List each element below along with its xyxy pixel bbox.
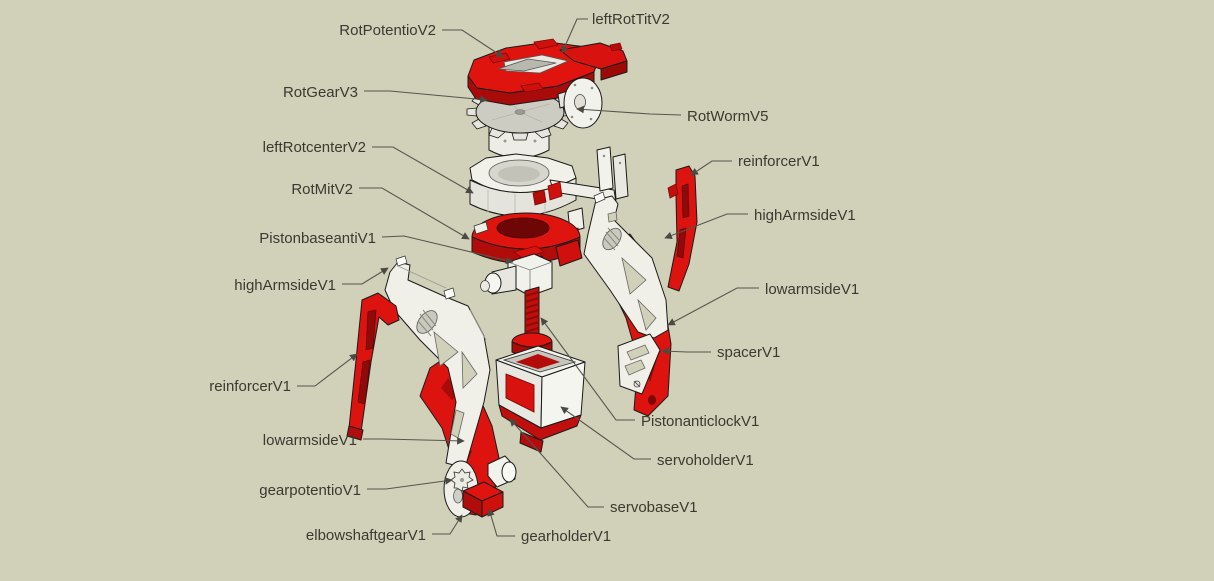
leader-rotgear (364, 90, 488, 104)
part-reinforcer-right (667, 165, 698, 292)
leader-lowarmside-left (363, 436, 465, 445)
label-lowarmside-left: lowarmsideV1 (263, 432, 357, 449)
label-rotpotentio: RotPotentioV2 (339, 22, 436, 39)
leader-leftrottit (561, 18, 588, 54)
leader-rotpotentio (442, 29, 504, 58)
part-elbow-cylinder (487, 455, 517, 488)
leader-gearholder (487, 508, 515, 537)
part-reinforcer-left (346, 292, 400, 441)
exploded-model (346, 38, 698, 518)
label-reinforcer-right: reinforcerV1 (738, 153, 820, 170)
part-higharmside-left (384, 255, 491, 469)
label-higharmside-left: highArmsideV1 (234, 277, 336, 294)
label-pistonanticlock: PistonanticlockV1 (641, 413, 759, 430)
label-servobase: servobaseV1 (610, 499, 698, 516)
leader-rotmit (359, 187, 470, 240)
label-spacer: spacerV1 (717, 344, 780, 361)
part-leftrottit (559, 42, 628, 81)
label-leftrotcenter: leftRotcenterV2 (263, 139, 366, 156)
part-servoholder (495, 345, 586, 429)
leader-lowarmside-right (667, 287, 759, 326)
label-rotworm: RotWormV5 (687, 108, 768, 125)
leader-servoholder (560, 406, 651, 460)
leader-spacer (661, 347, 711, 356)
part-labels: RotPotentioV2 leftRotTitV2 RotGearV3 Rot… (209, 11, 859, 545)
label-gearpotentio: gearpotentioV1 (259, 482, 361, 499)
label-lowarmside-right: lowarmsideV1 (765, 281, 859, 298)
leader-leftrotcenter (372, 146, 474, 194)
leader-gearpotentio (367, 477, 453, 490)
leader-rotworm (576, 105, 682, 116)
label-leftrottit: leftRotTitV2 (592, 11, 670, 28)
leader-pistonbaseanti (381, 235, 514, 265)
leader-lines (297, 18, 759, 537)
leader-reinforcer-left (297, 353, 358, 387)
leader-reinforcer-right (690, 160, 732, 176)
leader-elbowshaftgear (432, 514, 463, 535)
leader-pistonanticlock (540, 317, 635, 421)
label-elbowshaftgear: elbowshaftgearV1 (306, 527, 426, 544)
label-higharmside-right: highArmsideV1 (754, 207, 856, 224)
label-rotmit: RotMitV2 (291, 181, 353, 198)
leader-higharmside-right (664, 213, 748, 240)
label-pistonbaseanti: PistonbaseantiV1 (259, 230, 376, 247)
leader-servobase (509, 418, 604, 508)
part-gearholder (462, 481, 504, 518)
part-rotworm (557, 77, 603, 129)
label-servoholder: servoholderV1 (657, 452, 754, 469)
leader-higharmside-left (342, 267, 389, 285)
part-higharmside-right (583, 191, 669, 339)
label-reinforcer-left: reinforcerV1 (209, 378, 291, 395)
label-gearholder: gearholderV1 (521, 528, 611, 545)
part-spacer (617, 333, 661, 395)
label-rotgear: RotGearV3 (283, 84, 358, 101)
